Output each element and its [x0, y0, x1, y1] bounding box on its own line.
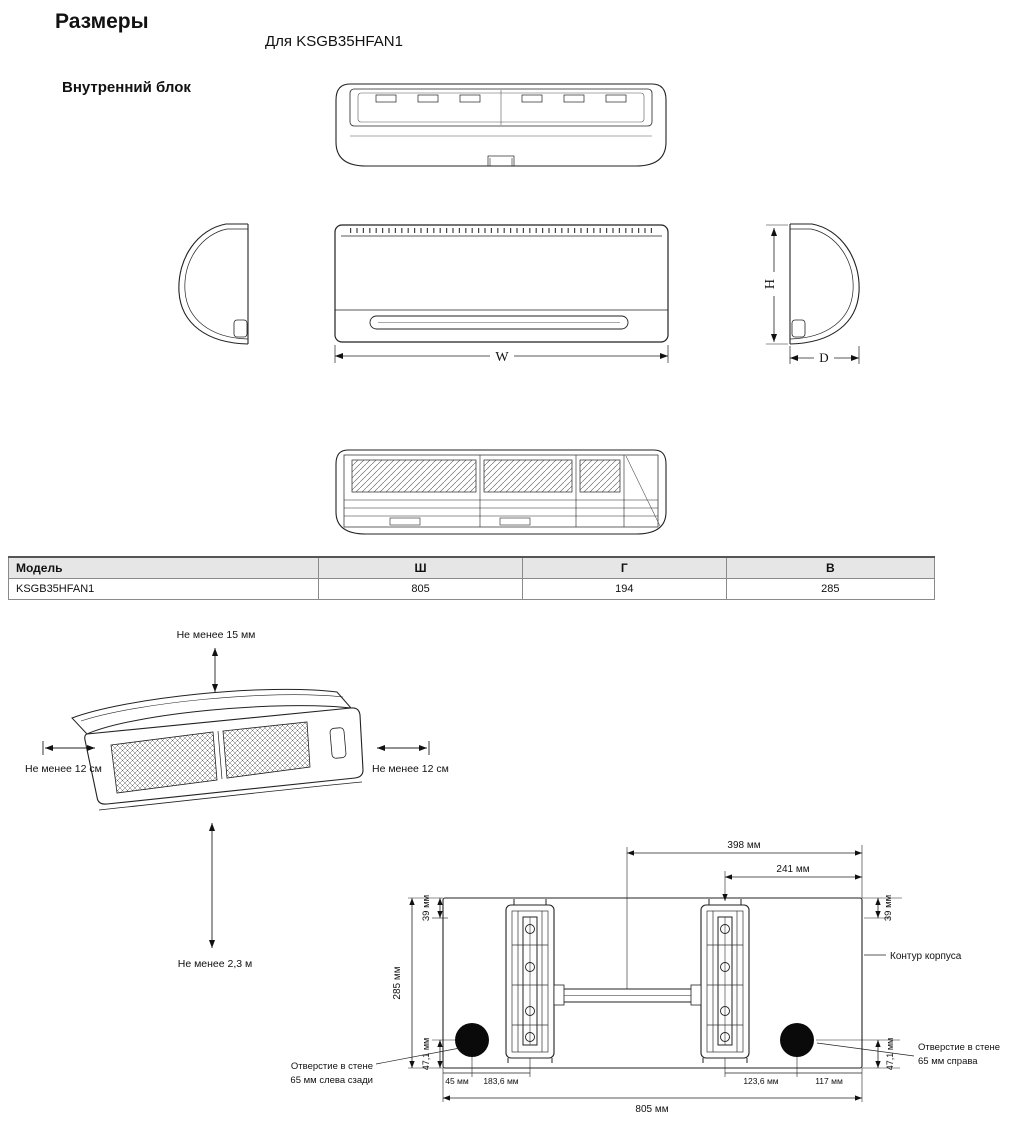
clearance-diagram: Не менее 15 мм Не менее 12 см Не менее 1…: [25, 629, 449, 970]
dim-398-label: 398 мм: [727, 840, 760, 851]
contour-label: Контур корпуса: [890, 951, 962, 962]
top-view-drawing: [335, 83, 667, 167]
dim-47-right-label: 47,1 мм: [885, 1038, 895, 1070]
left-side-view-drawing: [178, 223, 249, 345]
unit-perspective-drawing: [71, 688, 364, 811]
right-mounting-bracket: [700, 898, 750, 1064]
dim-117-label: 117 мм: [815, 1076, 843, 1086]
hole-right-label-line2: 65 мм справа: [918, 1056, 978, 1067]
hole-right-label-line1: Отверстие в стене: [918, 1042, 1000, 1053]
dim-123-label: 123,6 мм: [743, 1076, 778, 1086]
table-cell-model: KSGB35HFAN1: [7, 578, 320, 600]
left-mounting-bracket: [505, 898, 555, 1064]
dim-285-label: 285 мм: [392, 966, 403, 999]
dimensions-table: Модель Ш Г В KSGB35HFAN1 805 194 285: [7, 556, 936, 600]
table-header-height: В: [725, 556, 936, 579]
indoor-unit-label: Внутренний блок: [62, 79, 191, 96]
clearance-right-label: Не менее 12 см: [372, 763, 449, 775]
dim-45-label: 45 мм: [445, 1076, 469, 1086]
wall-hole-right: [780, 1023, 814, 1057]
clearance-left-label: Не менее 12 см: [25, 763, 102, 775]
dim-39-right-label: 39 мм: [883, 895, 894, 921]
dim-47-left-label: 47,1 мм: [421, 1038, 431, 1070]
bottom-view-drawing: [335, 449, 667, 535]
table-row: KSGB35HFAN1 805 194 285: [7, 578, 936, 600]
wall-hole-left: [455, 1023, 489, 1057]
clearance-top-label: Не менее 15 мм: [177, 629, 256, 641]
right-side-view-drawing: H D: [763, 223, 860, 365]
table-cell-height: 285: [725, 578, 936, 600]
clearance-bottom-label: Не менее 2,3 м: [178, 958, 253, 970]
page-title: Размеры: [55, 10, 149, 33]
dim-w-label: W: [495, 350, 509, 365]
front-view-drawing: W: [334, 224, 669, 365]
table-cell-depth: 194: [521, 578, 727, 600]
model-subtitle: Для KSGB35HFAN1: [265, 33, 403, 50]
filter-right: [222, 721, 311, 779]
table-header-width: Ш: [318, 556, 523, 579]
hole-left-label-line1: Отверстие в стене: [291, 1061, 373, 1072]
table-header-model: Модель: [7, 556, 320, 579]
dim-805-label: 805 мм: [635, 1104, 668, 1115]
hole-left-label-line2: 65 мм слева сзади: [290, 1075, 373, 1086]
mounting-plate-diagram: 398 мм 241 мм 39 мм 39 мм 285 мм 47,1 мм…: [290, 840, 1000, 1115]
dim-241-label: 241 мм: [776, 864, 809, 875]
table-cell-width: 805: [318, 578, 523, 600]
dim-d-label: D: [819, 350, 828, 365]
dim-183-label: 183,6 мм: [483, 1076, 518, 1086]
mounting-bar: [553, 984, 702, 1006]
filter-left: [110, 731, 218, 794]
dim-h-label: H: [763, 279, 778, 289]
table-header-row: Модель Ш Г В: [7, 556, 936, 579]
dim-39-left-label: 39 мм: [421, 895, 432, 921]
table-header-depth: Г: [521, 556, 727, 579]
